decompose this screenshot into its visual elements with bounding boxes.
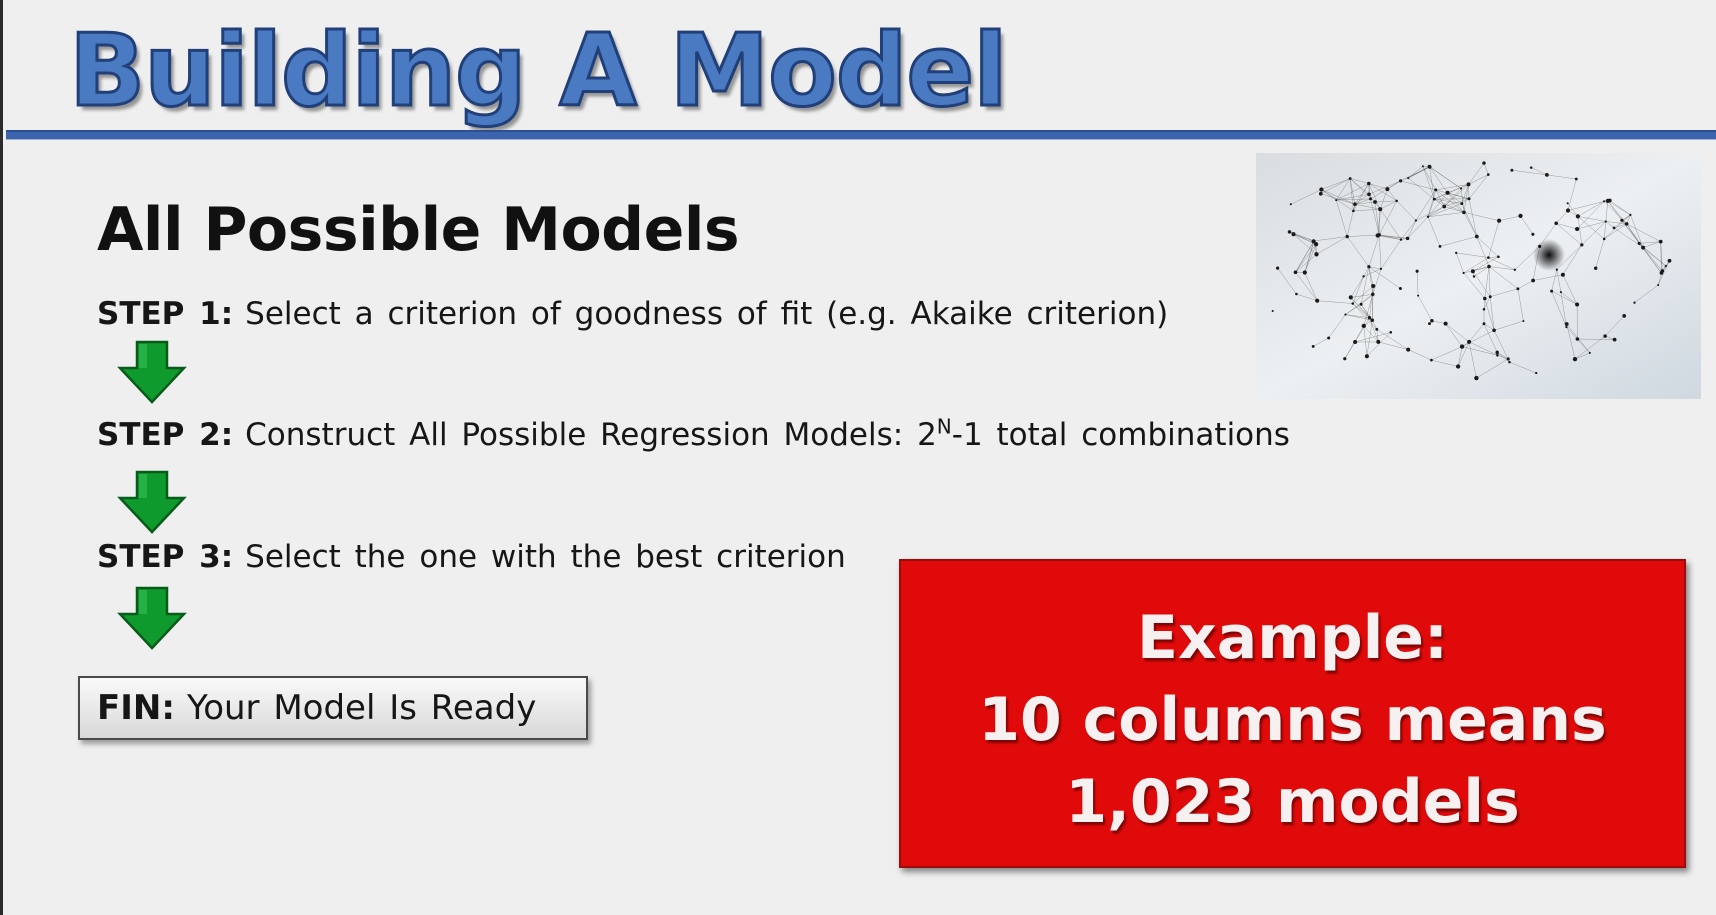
- step-3: STEP 3: Select the one with the best crit…: [97, 539, 846, 576]
- example-heading: Example:: [1137, 603, 1448, 673]
- example-line-models: 1,023 models: [1065, 767, 1520, 837]
- step-2-superscript: N: [936, 414, 952, 439]
- step-3-label: STEP 3:: [97, 539, 234, 575]
- down-arrow-icon: [117, 340, 187, 404]
- step-1-label: STEP 1:: [97, 296, 234, 332]
- step-3-text: Select the one with the best criterion: [245, 539, 846, 575]
- step-2-text-end: -1 total combinations: [951, 417, 1290, 453]
- slide-title: Building A Model: [68, 11, 1010, 131]
- section-title: All Possible Models: [97, 195, 740, 265]
- fin-box: FIN: Your Model Is Ready: [78, 676, 588, 740]
- example-line-columns: 10 columns means: [978, 685, 1607, 755]
- step-2: STEP 2: Construct All Possible Regression…: [97, 417, 1290, 454]
- step-2-label: STEP 2:: [97, 417, 234, 453]
- example-callout: Example: 10 columns means 1,023 models: [899, 559, 1686, 868]
- step-2-text: Construct All Possible Regression Models…: [245, 417, 937, 453]
- network-graph-image: [1256, 153, 1701, 399]
- step-1-text: Select a criterion of goodness of fit (e…: [245, 296, 1169, 332]
- step-1: STEP 1: Select a criterion of goodness of…: [97, 296, 1168, 333]
- fin-label: FIN:: [97, 688, 175, 728]
- down-arrow-icon: [117, 586, 187, 650]
- title-divider: [6, 130, 1716, 140]
- fin-text: Your Model Is Ready: [186, 688, 537, 728]
- down-arrow-icon: [117, 470, 187, 534]
